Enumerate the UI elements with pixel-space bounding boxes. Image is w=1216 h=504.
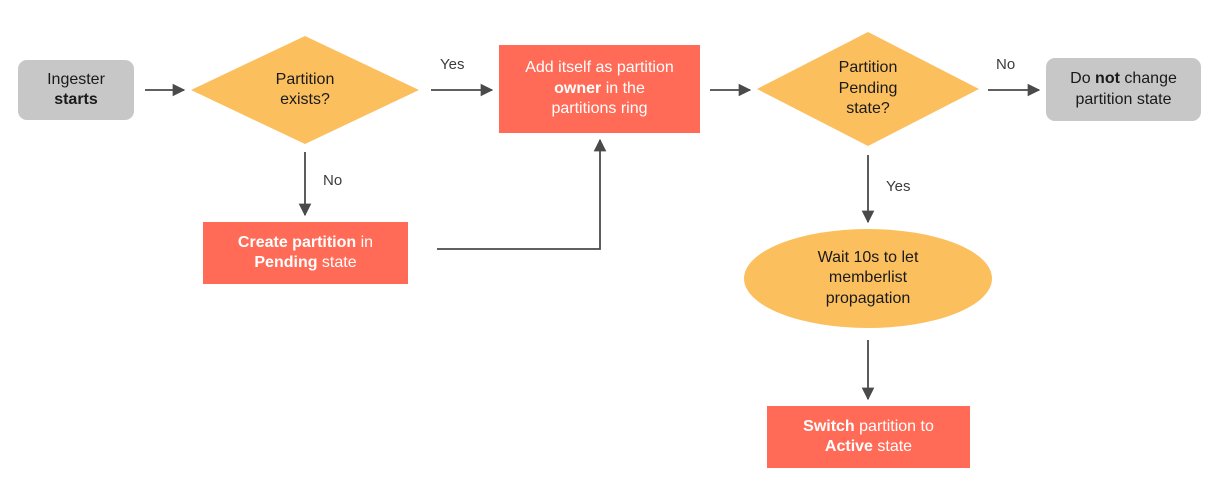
edge-label-no-right: No	[996, 56, 1016, 73]
edge-label-no-left: No	[323, 172, 343, 189]
edge-label-yes-top: Yes	[440, 56, 465, 73]
edge-create-partition-loopback	[437, 138, 607, 250]
edge-label-yes-down: Yes	[886, 178, 911, 195]
